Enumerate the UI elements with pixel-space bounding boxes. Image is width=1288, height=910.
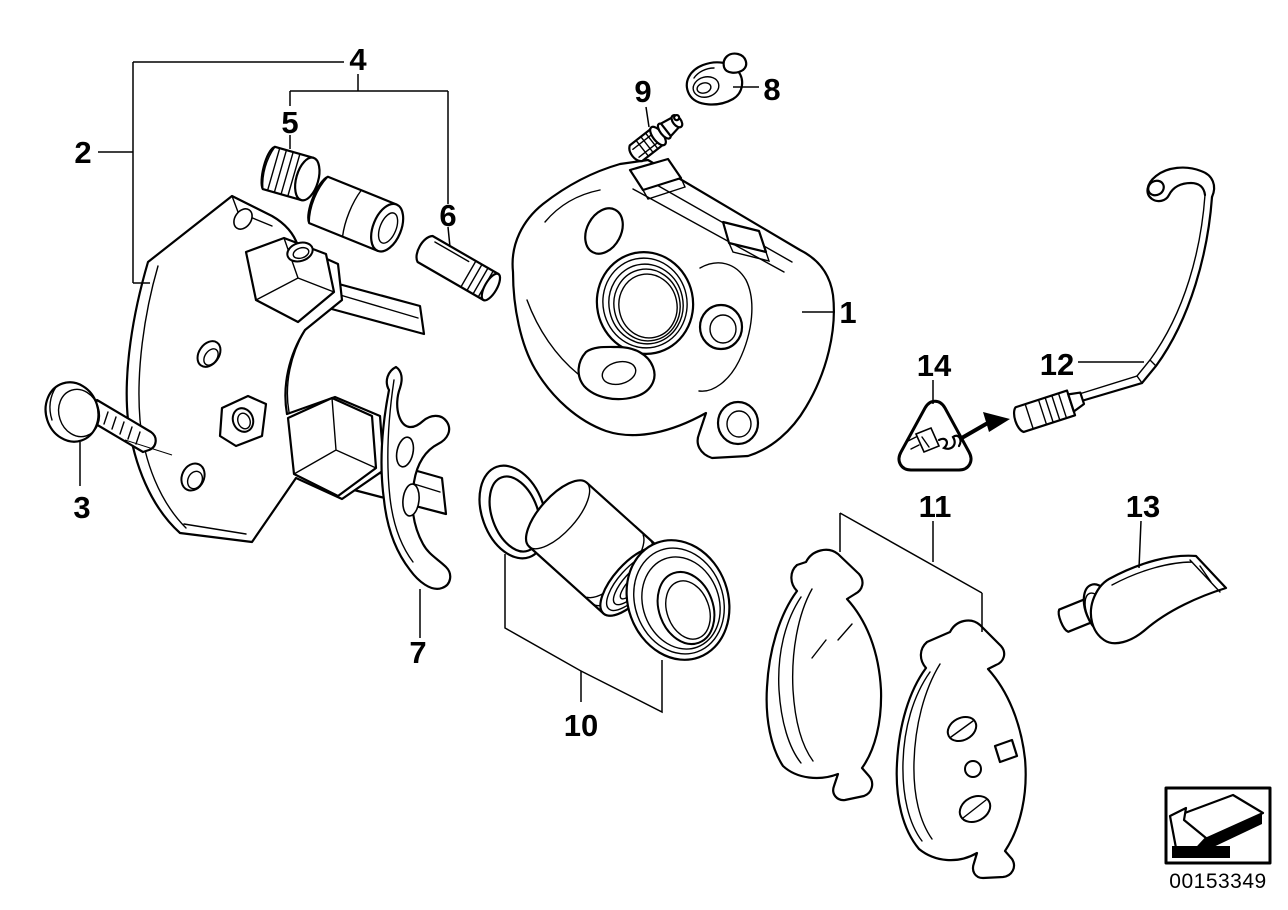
- bleeder-cap-part: [685, 52, 748, 106]
- callout-1-label[interactable]: 1: [839, 295, 856, 330]
- grease-tube-part: [1057, 554, 1228, 645]
- callout-9-label[interactable]: 9: [634, 74, 651, 109]
- piston-kit-part: [478, 464, 731, 661]
- callout-11-label[interactable]: 11: [919, 489, 952, 524]
- direction-arrow-icon: [1164, 786, 1272, 865]
- warning-triangle-plug-icon: [897, 399, 973, 472]
- callout-10-label[interactable]: 10: [564, 708, 598, 743]
- diagram-number: 00153349: [1169, 870, 1266, 893]
- callout-4-label[interactable]: 4: [349, 42, 367, 77]
- guide-bolt-part: [44, 381, 157, 454]
- callout-12-label[interactable]: 12: [1040, 347, 1074, 382]
- leader-lines: [79, 61, 1144, 714]
- bleeder-valve-part: [628, 114, 684, 163]
- guide-bushing-part: [307, 175, 405, 253]
- callout-8-label[interactable]: 8: [763, 72, 780, 107]
- caliper-carrier-part: [125, 194, 448, 544]
- brake-caliper-part: [511, 157, 835, 460]
- retaining-spring-part: [380, 365, 452, 590]
- callout-13-label[interactable]: 13: [1126, 489, 1160, 524]
- callout-3-label[interactable]: 3: [73, 490, 90, 525]
- callout-5-label[interactable]: 5: [281, 105, 298, 140]
- guide-pin-part: [415, 234, 502, 302]
- callout-6-label[interactable]: 6: [439, 198, 456, 233]
- wear-sensor-part: [958, 166, 1216, 441]
- callout-labels: 1 2 3 4 5 6 7 8 9 10 11 12 13 14: [73, 42, 1160, 743]
- brake-pads-part: [765, 548, 1027, 880]
- callout-2-label[interactable]: 2: [74, 135, 91, 170]
- bush-cap-part: [260, 145, 321, 202]
- callout-7-label[interactable]: 7: [409, 635, 426, 670]
- piston-boot: [625, 539, 731, 661]
- callout-14-label[interactable]: 14: [917, 348, 952, 383]
